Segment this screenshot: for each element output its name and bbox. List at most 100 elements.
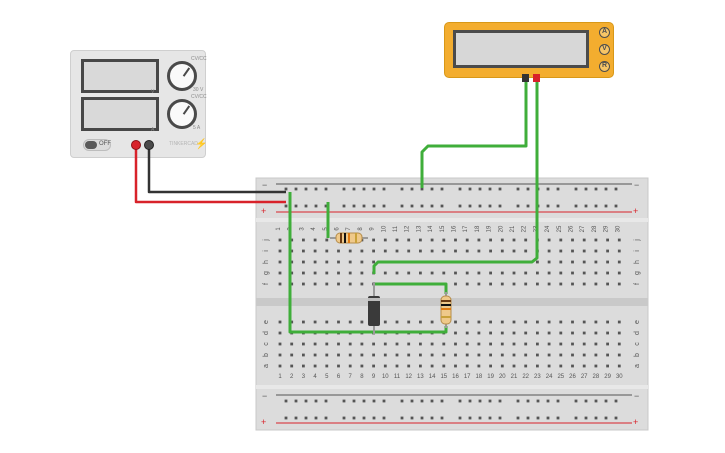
rail-hole[interactable] [604, 187, 608, 191]
rail-hole[interactable] [478, 187, 482, 191]
rail-hole[interactable] [324, 399, 328, 403]
rail-hole[interactable] [458, 187, 462, 191]
terminal-hole[interactable] [313, 364, 317, 368]
terminal-hole[interactable] [617, 331, 621, 335]
rail-hole[interactable] [362, 187, 366, 191]
terminal-hole[interactable] [582, 331, 586, 335]
terminal-hole[interactable] [582, 342, 586, 346]
rail-hole[interactable] [410, 187, 414, 191]
divider-node-wire[interactable] [374, 282, 448, 294]
rail-hole[interactable] [614, 204, 618, 208]
rail-hole[interactable] [594, 399, 598, 403]
rail-hole[interactable] [556, 399, 560, 403]
rail-hole[interactable] [584, 416, 588, 420]
rail-hole[interactable] [324, 416, 328, 420]
terminal-hole[interactable] [407, 342, 411, 346]
terminal-hole[interactable] [524, 249, 528, 253]
rail-hole[interactable] [498, 416, 502, 420]
rail-hole[interactable] [362, 204, 366, 208]
rail-hole[interactable] [342, 187, 346, 191]
rail-hole[interactable] [342, 416, 346, 420]
terminal-hole[interactable] [442, 353, 446, 357]
terminal-hole[interactable] [325, 249, 329, 253]
terminal-hole[interactable] [360, 320, 364, 324]
terminal-hole[interactable] [489, 320, 492, 324]
terminal-hole[interactable] [500, 331, 504, 335]
terminal-hole[interactable] [617, 320, 621, 324]
terminal-hole[interactable] [594, 320, 598, 324]
terminal-hole[interactable] [430, 364, 434, 368]
rail-hole[interactable] [468, 204, 472, 208]
terminal-hole[interactable] [419, 271, 422, 275]
terminal-hole[interactable] [547, 342, 551, 346]
rail-hole[interactable] [468, 399, 472, 403]
terminal-hole[interactable] [454, 282, 457, 286]
terminal-hole[interactable] [419, 238, 422, 242]
meter-voltage-lead[interactable] [372, 80, 539, 274]
terminal-hole[interactable] [290, 271, 294, 275]
rail-hole[interactable] [284, 416, 288, 420]
rail-hole[interactable] [458, 416, 462, 420]
terminal-hole[interactable] [582, 320, 586, 324]
rail-hole[interactable] [342, 399, 346, 403]
terminal-hole[interactable] [348, 342, 352, 346]
rail-hole[interactable] [526, 416, 530, 420]
terminal-hole[interactable] [477, 364, 481, 368]
rail-hole[interactable] [526, 204, 530, 208]
rail-hole[interactable] [324, 187, 328, 191]
terminal-hole[interactable] [524, 238, 528, 242]
rail-hole[interactable] [372, 399, 376, 403]
terminal-hole[interactable] [348, 320, 352, 324]
terminal-hole[interactable] [313, 320, 317, 324]
rail-hole[interactable] [430, 187, 434, 191]
rail-hole[interactable] [526, 399, 530, 403]
terminal-hole[interactable] [512, 271, 516, 275]
terminal-hole[interactable] [559, 342, 563, 346]
terminal-hole[interactable] [594, 364, 598, 368]
rail-hole[interactable] [488, 187, 492, 191]
terminal-hole[interactable] [617, 282, 621, 286]
rail-hole[interactable] [516, 187, 520, 191]
terminal-hole[interactable] [500, 271, 504, 275]
terminal-hole[interactable] [383, 238, 387, 242]
terminal-hole[interactable] [302, 353, 305, 357]
terminal-hole[interactable] [571, 364, 574, 368]
terminal-hole[interactable] [617, 249, 621, 253]
rail-hole[interactable] [284, 187, 288, 191]
terminal-hole[interactable] [337, 249, 340, 253]
rail-hole[interactable] [614, 399, 618, 403]
terminal-hole[interactable] [489, 342, 492, 346]
terminal-hole[interactable] [407, 238, 411, 242]
terminal-hole[interactable] [337, 271, 340, 275]
terminal-hole[interactable] [489, 249, 492, 253]
terminal-hole[interactable] [536, 260, 539, 264]
terminal-hole[interactable] [465, 271, 469, 275]
terminal-hole[interactable] [360, 364, 364, 368]
rail-hole[interactable] [304, 399, 308, 403]
terminal-hole[interactable] [407, 320, 411, 324]
terminal-hole[interactable] [477, 238, 481, 242]
terminal-hole[interactable] [348, 353, 352, 357]
terminal-hole[interactable] [337, 364, 340, 368]
terminal-hole[interactable] [594, 249, 598, 253]
terminal-hole[interactable] [325, 282, 329, 286]
rail-hole[interactable] [284, 399, 288, 403]
terminal-hole[interactable] [348, 364, 352, 368]
rail-hole[interactable] [458, 399, 462, 403]
terminal-hole[interactable] [360, 260, 364, 264]
terminal-hole[interactable] [395, 353, 399, 357]
terminal-hole[interactable] [313, 353, 317, 357]
ground-rail-wire[interactable] [288, 192, 448, 334]
terminal-hole[interactable] [524, 331, 528, 335]
rail-hole[interactable] [410, 399, 414, 403]
terminal-hole[interactable] [512, 249, 516, 253]
rail-hole[interactable] [536, 416, 540, 420]
terminal-hole[interactable] [395, 271, 399, 275]
terminal-hole[interactable] [559, 249, 563, 253]
breadboard[interactable]: − + − + − + − + 112233445566778899101011… [255, 177, 649, 431]
rail-hole[interactable] [342, 204, 346, 208]
terminal-hole[interactable] [290, 353, 294, 357]
rail-hole[interactable] [604, 204, 608, 208]
terminal-hole[interactable] [524, 320, 528, 324]
terminal-hole[interactable] [407, 353, 411, 357]
